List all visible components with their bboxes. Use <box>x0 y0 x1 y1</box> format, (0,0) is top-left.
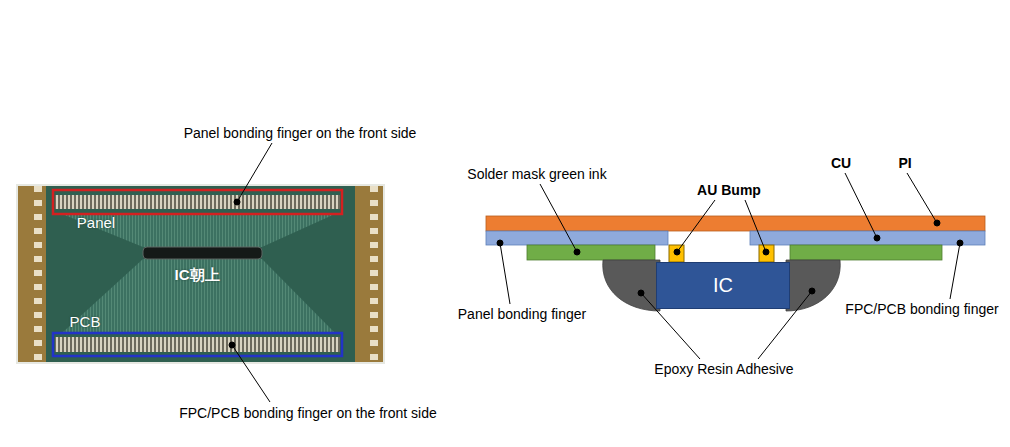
node-label: IC <box>713 274 733 297</box>
pi-layer <box>486 216 985 231</box>
ic-chip <box>143 247 262 259</box>
part-label: PI <box>898 155 911 172</box>
cu-layer <box>486 231 668 245</box>
part-label: CU <box>831 155 851 172</box>
leader-dot <box>763 249 769 255</box>
leader-dot <box>229 342 235 348</box>
photo-label: IC朝上 <box>175 266 220 284</box>
leader-line <box>745 200 766 252</box>
leader-dot <box>674 249 680 255</box>
leader-line <box>845 173 877 238</box>
red-box <box>53 190 342 214</box>
blue-box <box>53 333 342 356</box>
leader-line <box>677 200 715 252</box>
leader-dot <box>934 220 940 226</box>
leader-dot <box>574 249 580 255</box>
part-label: Solder mask green ink <box>467 166 606 183</box>
epoxy <box>603 260 660 311</box>
callout-label: FPC/PCB bonding finger on the front side <box>179 405 437 422</box>
film <box>18 186 383 362</box>
part-label: Epoxy Resin Adhesive <box>654 361 793 378</box>
cof-photo <box>16 184 385 364</box>
cu-layer <box>750 231 985 245</box>
part-label: AU Bump <box>697 182 761 199</box>
photo-label: PCB <box>70 313 101 331</box>
leader-line <box>950 243 960 299</box>
cross-section <box>486 216 985 311</box>
au-bump <box>759 245 774 262</box>
leader-line <box>540 184 577 252</box>
ic-block: IC <box>656 262 790 309</box>
leader-dot <box>638 290 644 296</box>
leader-line <box>232 345 270 402</box>
leader-dot <box>497 240 503 246</box>
leader-line <box>907 173 937 223</box>
solder-mask <box>790 245 942 260</box>
leader-lines <box>229 143 963 402</box>
panel-fingers <box>55 195 340 209</box>
epoxy <box>786 260 840 311</box>
leader-dot <box>874 235 880 241</box>
leader-line <box>237 143 272 202</box>
trace-fan <box>62 259 335 333</box>
part-label: FPC/PCB bonding finger <box>845 301 998 318</box>
sprocket-strip <box>18 186 46 362</box>
sprocket-strip <box>355 186 383 362</box>
leader-dot <box>809 288 815 294</box>
solder-mask <box>527 245 655 260</box>
part-label: Panel bonding finger <box>458 306 586 323</box>
leader-line <box>500 243 510 304</box>
leader-dot <box>957 240 963 246</box>
photo-label: Panel <box>77 214 115 232</box>
pcb-fingers <box>55 337 340 352</box>
trace-fan <box>62 214 335 247</box>
photo-frame <box>16 184 385 364</box>
callout-label: Panel bonding finger on the front side <box>184 125 417 142</box>
au-bump <box>669 245 684 262</box>
leader-dot <box>234 199 240 205</box>
